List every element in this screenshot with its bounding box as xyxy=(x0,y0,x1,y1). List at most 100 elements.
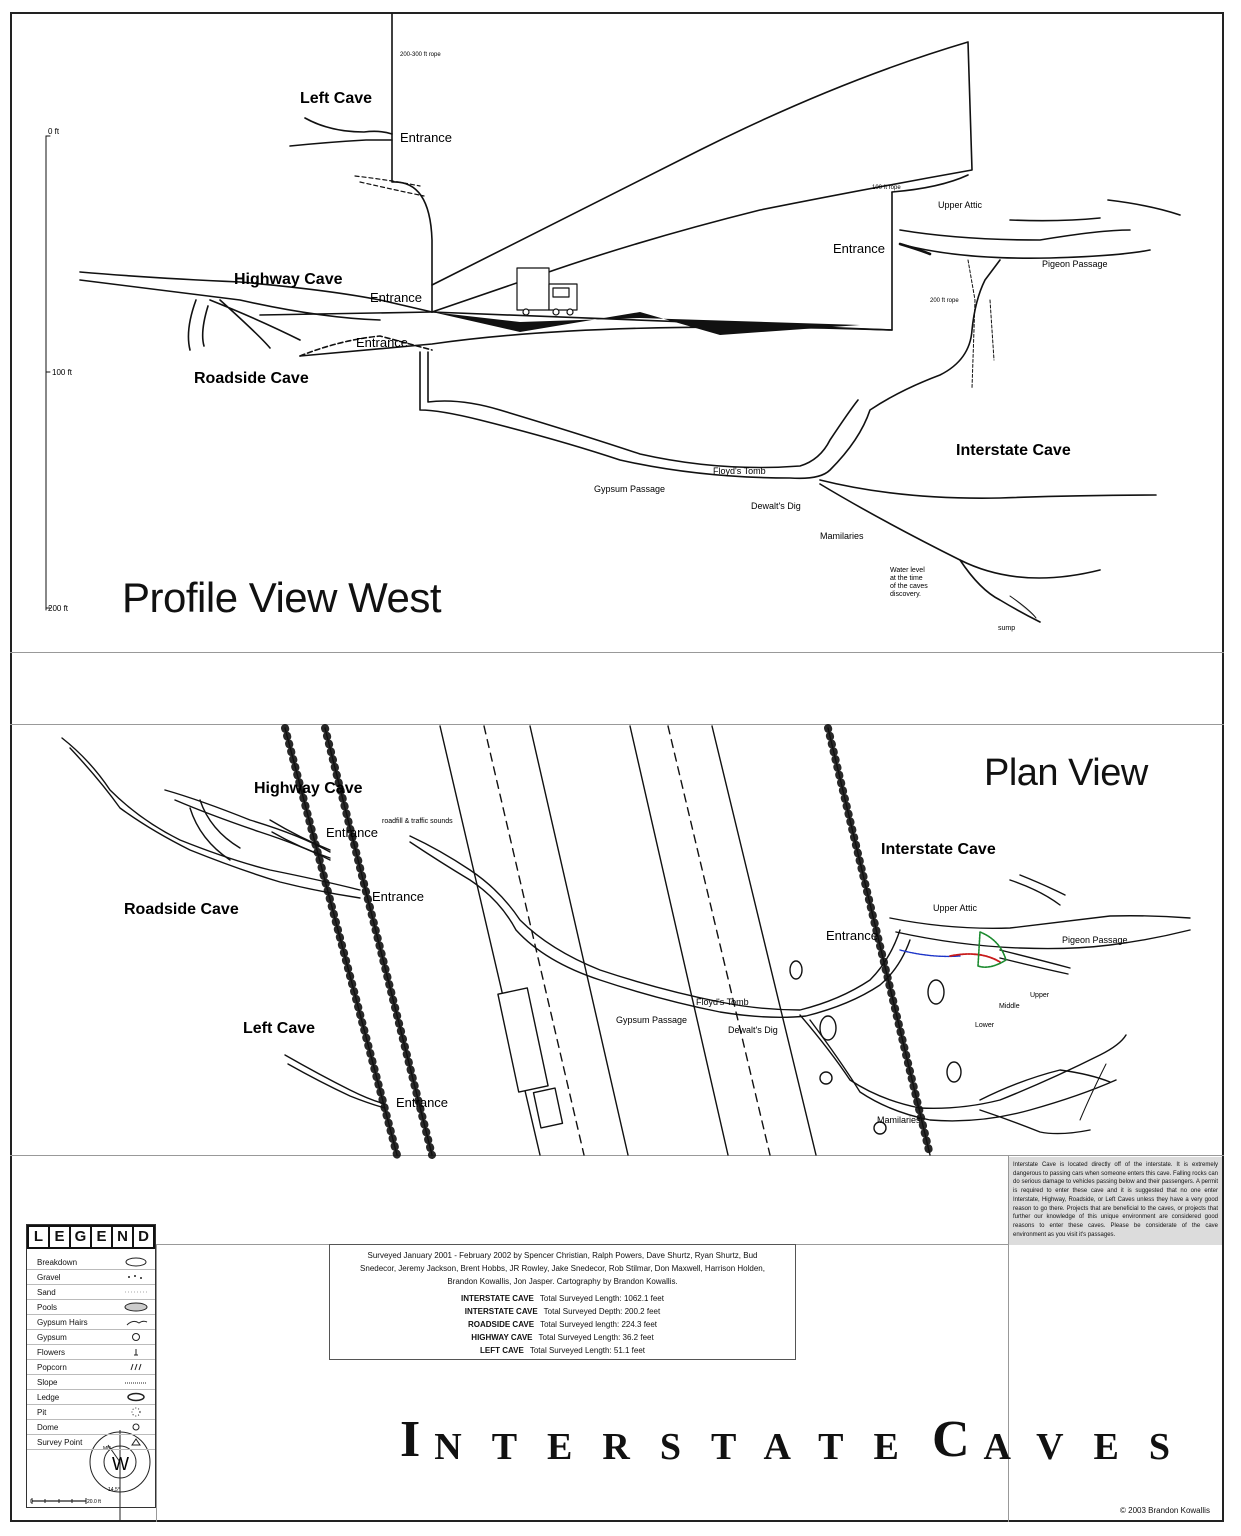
legend-item: Slope xyxy=(27,1375,155,1390)
legend-item-label: Breakdown xyxy=(37,1257,78,1267)
legend-symbol-icon xyxy=(131,1407,141,1417)
highway-cave-profile xyxy=(79,271,433,321)
map-frame xyxy=(10,12,1224,1522)
profile-upper-attic-label: Upper Attic xyxy=(938,200,983,210)
survey-stat-value: Total Surveyed Length: 1062.1 feet xyxy=(539,1294,664,1303)
legend-item: Gravel xyxy=(27,1270,155,1285)
plan-dewalts-label: Dewalt's Dig xyxy=(728,1025,778,1035)
left-cave-profile xyxy=(289,117,393,147)
legend-symbol-icon xyxy=(131,1438,141,1446)
legend-item: Popcorn xyxy=(27,1360,155,1375)
plan-view-title: Plan View xyxy=(984,752,1148,794)
divider-plan-top xyxy=(10,724,1224,725)
legend-scale-start: 0 xyxy=(30,1499,33,1505)
legend-letter: G xyxy=(69,1227,90,1247)
profile-highway-entrance-label: Entrance xyxy=(370,290,422,305)
plan-left-entrance-label: Entrance xyxy=(396,1095,448,1110)
legend-item: Survey Point xyxy=(27,1435,155,1450)
interstate-cave-plan xyxy=(409,835,911,1019)
survey-stat-cave: HIGHWAY CAVE xyxy=(471,1333,533,1342)
plan-pigeon-label: Pigeon Passage xyxy=(1062,935,1128,945)
legend-item: Pit xyxy=(27,1405,155,1420)
interstate-cave-profile xyxy=(419,259,1001,480)
divider-profile xyxy=(10,652,1224,653)
rope-200-label: 200 ft rope xyxy=(930,298,959,304)
depth-scale-bottom: 200 ft xyxy=(48,604,69,613)
plan-lower-label: Lower xyxy=(975,1022,995,1029)
survey-stat-value: Total Surveyed length: 224.3 feet xyxy=(540,1320,658,1329)
legend-symbol-icon xyxy=(132,1423,140,1431)
legend-symbol-icon xyxy=(124,1302,148,1312)
plan-left-cave-label: Left Cave xyxy=(243,1020,315,1037)
legend-item: Ledge xyxy=(27,1390,155,1405)
plan-view xyxy=(61,724,1191,1159)
profile-view-title: Profile View West xyxy=(122,574,442,621)
roadfill-label: roadfill & traffic sounds xyxy=(382,818,453,825)
legend-item-label: Survey Point xyxy=(37,1437,83,1447)
truck-top-icon xyxy=(497,987,564,1129)
legend-scale-end: 20.0 ft xyxy=(87,1499,102,1505)
title-rest-caves: AVES xyxy=(983,1426,1200,1468)
legend-item-label: Flowers xyxy=(37,1347,66,1357)
survey-stat-cave: LEFT CAVE xyxy=(479,1346,524,1355)
legend-letter: E xyxy=(48,1227,69,1247)
road-fill-shading xyxy=(432,312,860,335)
left-cave-plan xyxy=(284,1054,386,1109)
plan-upper-attic-label: Upper Attic xyxy=(933,903,978,913)
legend-item-label: Pit xyxy=(37,1407,47,1417)
compass-north-letter: W xyxy=(112,1454,129,1474)
legend-symbol-icon xyxy=(130,1363,142,1371)
plan-roadside-cave-label: Roadside Cave xyxy=(124,901,239,918)
plan-floyds-label: Floyd's Tomb xyxy=(696,997,749,1007)
main-title: I NTERSTATE C AVES xyxy=(400,1410,1200,1469)
profile-view xyxy=(45,13,1181,623)
legend-symbol-icon xyxy=(126,1320,148,1326)
legend-item: Gypsum xyxy=(27,1330,155,1345)
title-word-interstate: I NTERSTATE xyxy=(400,1410,929,1469)
survey-info-box: Surveyed January 2001 - February 2002 by… xyxy=(329,1244,796,1360)
plan-pillar xyxy=(927,979,945,1005)
roadside-cave-plan xyxy=(61,737,361,899)
survey-stat-value: Total Surveyed Depth: 200.2 feet xyxy=(543,1307,661,1316)
legend-symbol-icon xyxy=(125,1257,147,1267)
plan-roadside-entrance-label: Entrance xyxy=(372,889,424,904)
plan-middle-label: Middle xyxy=(999,1003,1020,1010)
plan-mamilaries-label: Mamilaries xyxy=(877,1115,921,1125)
profile-pigeon-label: Pigeon Passage xyxy=(1042,259,1108,269)
legend-symbol-icon xyxy=(128,1275,142,1279)
profile-mamilaries-label: Mamilaries xyxy=(820,531,864,541)
legend-item: Flowers xyxy=(27,1345,155,1360)
depth-scale-top: 0 ft xyxy=(48,127,60,136)
legend-item-label: Popcorn xyxy=(37,1362,67,1372)
profile-interstate-entrance-label: Entrance xyxy=(833,241,885,256)
profile-gypsum-label: Gypsum Passage xyxy=(594,484,665,494)
legend-symbol-icon xyxy=(125,1382,147,1384)
access-warning-note: Interstate Cave is located directly off … xyxy=(1009,1157,1222,1245)
legend-item-label: Gypsum Hairs xyxy=(37,1317,88,1327)
legend-symbol-icon xyxy=(125,1291,147,1293)
divider-legend xyxy=(156,1244,157,1522)
title-initial-i: I xyxy=(400,1411,421,1468)
legend-letter: N xyxy=(111,1227,132,1247)
rope-long-label: 200-300 ft rope xyxy=(400,52,441,58)
plan-highway-entrance-label: Entrance xyxy=(326,825,378,840)
profile-highway-cave-label: Highway Cave xyxy=(234,271,343,288)
title-rest-interstate: NTERSTATE xyxy=(434,1426,929,1468)
survey-stat-value: Total Surveyed Length: 36.2 feet xyxy=(538,1333,654,1342)
legend-item-label: Pools xyxy=(37,1302,58,1312)
cliff-profile-right xyxy=(431,41,973,313)
legend-symbol-icon xyxy=(132,1333,140,1341)
plan-upper-label: Upper xyxy=(1030,992,1050,999)
divider-plan-bottom xyxy=(10,1155,1224,1156)
legend-item-label: Gypsum xyxy=(37,1332,67,1342)
survey-stat-row: HIGHWAY CAVE Total Surveyed Length: 36.2 … xyxy=(330,1331,795,1344)
interstate-lanes xyxy=(439,725,817,1156)
